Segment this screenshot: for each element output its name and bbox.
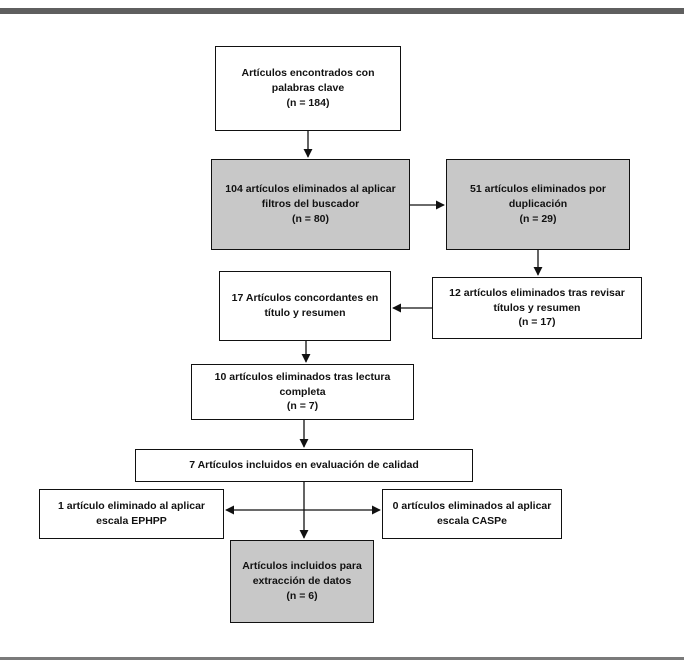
box-line: duplicación <box>508 198 568 211</box>
box-line: (n = 17) <box>518 316 556 329</box>
box-line: 1 artículo eliminado al aplicar <box>57 500 206 513</box>
box-evaluacion-calidad: 7 Artículos incluidos en evaluación de c… <box>135 449 473 482</box>
box-line: filtros del buscador <box>261 198 360 211</box>
box-eliminados-titulos: 12 artículos eliminados tras revisar tít… <box>432 277 642 339</box>
box-line: 7 Artículos incluidos en evaluación de c… <box>189 459 419 472</box>
box-line: 10 artículos eliminados tras lectura <box>214 370 391 383</box>
box-eliminados-duplicacion: 51 artículos eliminados por duplicación … <box>446 159 630 250</box>
box-line: (n = 7) <box>286 400 319 413</box>
box-line: extracción de datos <box>252 575 352 588</box>
box-eliminados-lectura: 10 artículos eliminados tras lectura com… <box>191 364 414 420</box>
box-line: escala CASPe <box>436 515 508 527</box>
box-line: 12 artículos eliminados tras revisar <box>449 286 625 299</box>
box-eliminados-filtros: 104 artículos eliminados al aplicar filt… <box>211 159 410 250</box>
box-concordantes: 17 Artículos concordantes en título y re… <box>219 271 391 341</box>
box-line: Artículos encontrados con <box>241 67 375 80</box>
box-line: (n = 29) <box>519 212 557 225</box>
bottom-rule <box>0 657 684 660</box>
top-rule <box>0 8 684 14</box>
box-eliminados-caspe: 0 artículos eliminados al aplicar escala… <box>382 489 562 539</box>
box-line: completa <box>279 385 326 398</box>
box-line: 0 artículos eliminados al aplicar <box>392 500 552 513</box>
box-line: 104 artículos eliminados al aplicar <box>225 183 396 196</box>
box-line: (n = 6) <box>286 589 318 602</box>
box-eliminado-ephpp: 1 artículo eliminado al aplicar escala E… <box>39 489 224 539</box>
box-line: (n = 80) <box>291 212 330 225</box>
box-articulos-encontrados: Artículos encontrados con palabras clave… <box>215 46 401 131</box>
box-line: escala EPHPP <box>96 515 167 527</box>
box-extraccion-datos: Artículos incluidos para extracción de d… <box>230 540 374 623</box>
box-line: palabras clave <box>271 82 345 95</box>
box-line: 51 artículos eliminados por <box>470 183 606 196</box>
box-line: título y resumen <box>264 307 346 319</box>
box-line: 17 Artículos concordantes en <box>231 292 379 305</box>
box-line: (n = 184) <box>286 96 330 109</box>
box-line: Artículos incluidos para <box>242 560 362 573</box>
box-line: títulos y resumen <box>493 301 581 314</box>
